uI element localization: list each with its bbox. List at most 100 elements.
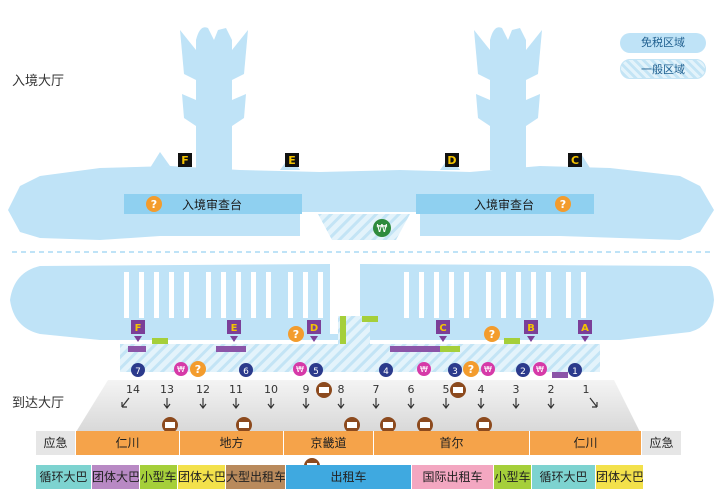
destination-regional[interactable]: 地方 <box>180 431 284 455</box>
exit-1: 1 <box>583 383 590 396</box>
transport-group-bus-left[interactable]: 团体大巴 <box>92 465 140 489</box>
exit-10: 10 <box>264 383 278 396</box>
destination-emergency-left[interactable]: 应急 <box>36 431 76 455</box>
atm-icon-floor-1[interactable] <box>316 382 332 398</box>
transport-group-bus-mid[interactable]: 团体大巴 <box>178 465 226 489</box>
legend-general: 一般区域 <box>620 59 706 79</box>
baggage-carousels <box>124 272 586 318</box>
exit-3: 3 <box>513 383 520 396</box>
gate-lower-c[interactable]: C <box>436 320 450 342</box>
atm-icon-road-3[interactable] <box>344 417 360 433</box>
gate-top-d[interactable]: D <box>445 153 459 167</box>
svg-text:?: ? <box>195 363 201 376</box>
arrival-hall-entry-label: 入境大厅 <box>12 74 65 89</box>
svg-text:₩: ₩ <box>296 365 304 374</box>
svg-text:₩: ₩ <box>377 222 388 235</box>
transport-large-taxi[interactable]: 大型出租车 <box>226 465 286 489</box>
exchange-icon-3[interactable]: ₩ <box>417 362 431 376</box>
immigration-hall-area <box>8 27 714 240</box>
svg-text:E: E <box>231 323 238 334</box>
transport-shuttle-bus-right[interactable]: 循环大巴 <box>532 465 596 489</box>
gate-top-e[interactable]: E <box>285 153 299 167</box>
exit-6: 6 <box>408 383 415 396</box>
atm-icon-road-4[interactable] <box>380 417 396 433</box>
gate-lower-d[interactable]: D <box>307 320 321 342</box>
svg-text:₩: ₩ <box>177 365 185 374</box>
exchange-icon-5[interactable]: ₩ <box>533 362 547 376</box>
marker-2[interactable]: 2 <box>516 363 530 377</box>
exit-4: 4 <box>478 383 485 396</box>
exit-14: 14 <box>126 383 140 396</box>
transport-shuttle-bus-left[interactable]: 循环大巴 <box>36 465 92 489</box>
destination-incheon-left[interactable]: 仁川 <box>76 431 180 455</box>
destination-emergency-right[interactable]: 应急 <box>642 431 682 455</box>
gate-lower-b[interactable]: B <box>524 320 538 342</box>
marker-3[interactable]: 3 <box>448 363 462 377</box>
svg-text:?: ? <box>293 328 299 341</box>
exchange-icon-2[interactable]: ₩ <box>293 362 307 376</box>
immigration-counter-right-label: 入境审查台 <box>474 197 534 212</box>
arrivals-floor <box>76 380 640 432</box>
info-icon-lower-4[interactable]: ? <box>463 361 479 377</box>
destination-row: 应急 仁川 地方 京畿道 首尔 仁川 应急 <box>36 431 682 455</box>
exchange-icon-1[interactable]: ₩ <box>174 362 188 376</box>
svg-text:3: 3 <box>452 367 458 377</box>
svg-text:?: ? <box>489 328 495 341</box>
immigration-counter-right <box>416 194 594 214</box>
info-icon-lower-3[interactable]: ? <box>190 361 206 377</box>
exit-9: 9 <box>303 383 310 396</box>
facility-bars <box>128 316 568 378</box>
svg-text:₩: ₩ <box>536 365 544 374</box>
svg-text:₩: ₩ <box>484 365 492 374</box>
marker-7[interactable]: 7 <box>131 363 145 377</box>
destination-seoul[interactable]: 首尔 <box>374 431 530 455</box>
svg-text:?: ? <box>151 198 157 211</box>
transport-small-car-right[interactable]: 小型车 <box>494 465 532 489</box>
marker-5[interactable]: 5 <box>309 363 323 377</box>
svg-text:F: F <box>181 154 189 167</box>
marker-4[interactable]: 4 <box>379 363 393 377</box>
exit-13: 13 <box>160 383 174 396</box>
atm-icon-road-2[interactable] <box>236 417 252 433</box>
atm-icon-road-5[interactable] <box>417 417 433 433</box>
transport-international-taxi[interactable]: 国际出租车 <box>412 465 494 489</box>
info-icon-lower-2[interactable]: ? <box>484 326 500 342</box>
info-icon-immigration-right[interactable]: ? <box>555 196 571 212</box>
gate-lower-a[interactable]: A <box>578 320 592 342</box>
transport-small-car-left[interactable]: 小型车 <box>140 465 178 489</box>
transport-group-bus-right[interactable]: 团体大巴 <box>596 465 644 489</box>
exit-12: 12 <box>196 383 210 396</box>
svg-text:1: 1 <box>572 367 578 377</box>
atm-icon-road-1[interactable] <box>162 417 178 433</box>
gate-lower-f[interactable]: F <box>131 320 145 342</box>
info-icon-immigration-left[interactable]: ? <box>146 196 162 212</box>
svg-text:?: ? <box>560 198 566 211</box>
transport-taxi[interactable]: 出租车 <box>286 465 412 489</box>
svg-text:E: E <box>288 154 296 167</box>
svg-text:D: D <box>447 154 456 167</box>
svg-text:7: 7 <box>135 367 141 377</box>
svg-text:F: F <box>135 323 142 334</box>
exchange-icon-4[interactable]: ₩ <box>481 362 495 376</box>
currency-exchange-icon[interactable]: ₩ <box>373 219 391 237</box>
svg-text:?: ? <box>468 363 474 376</box>
exit-8: 8 <box>338 383 345 396</box>
gate-top-f[interactable]: F <box>178 153 192 167</box>
legend-duty-free: 免税区域 <box>620 33 706 53</box>
immigration-counter-left-label: 入境审查台 <box>182 197 242 212</box>
marker-6[interactable]: 6 <box>239 363 253 377</box>
info-icon-lower-1[interactable]: ? <box>288 326 304 342</box>
destination-gyeonggi[interactable]: 京畿道 <box>284 431 374 455</box>
immigration-counter-left <box>124 194 302 214</box>
svg-text:₩: ₩ <box>420 365 428 374</box>
gate-lower-e[interactable]: E <box>227 320 241 342</box>
atm-icon-road-6[interactable] <box>476 417 492 433</box>
exit-2: 2 <box>548 383 555 396</box>
svg-text:B: B <box>527 323 535 334</box>
gate-top-c[interactable]: C <box>568 153 582 167</box>
marker-1[interactable]: 1 <box>568 363 582 377</box>
destination-incheon-right[interactable]: 仁川 <box>530 431 642 455</box>
atm-icon-floor-2[interactable] <box>450 382 466 398</box>
exit-arrows <box>121 397 598 409</box>
